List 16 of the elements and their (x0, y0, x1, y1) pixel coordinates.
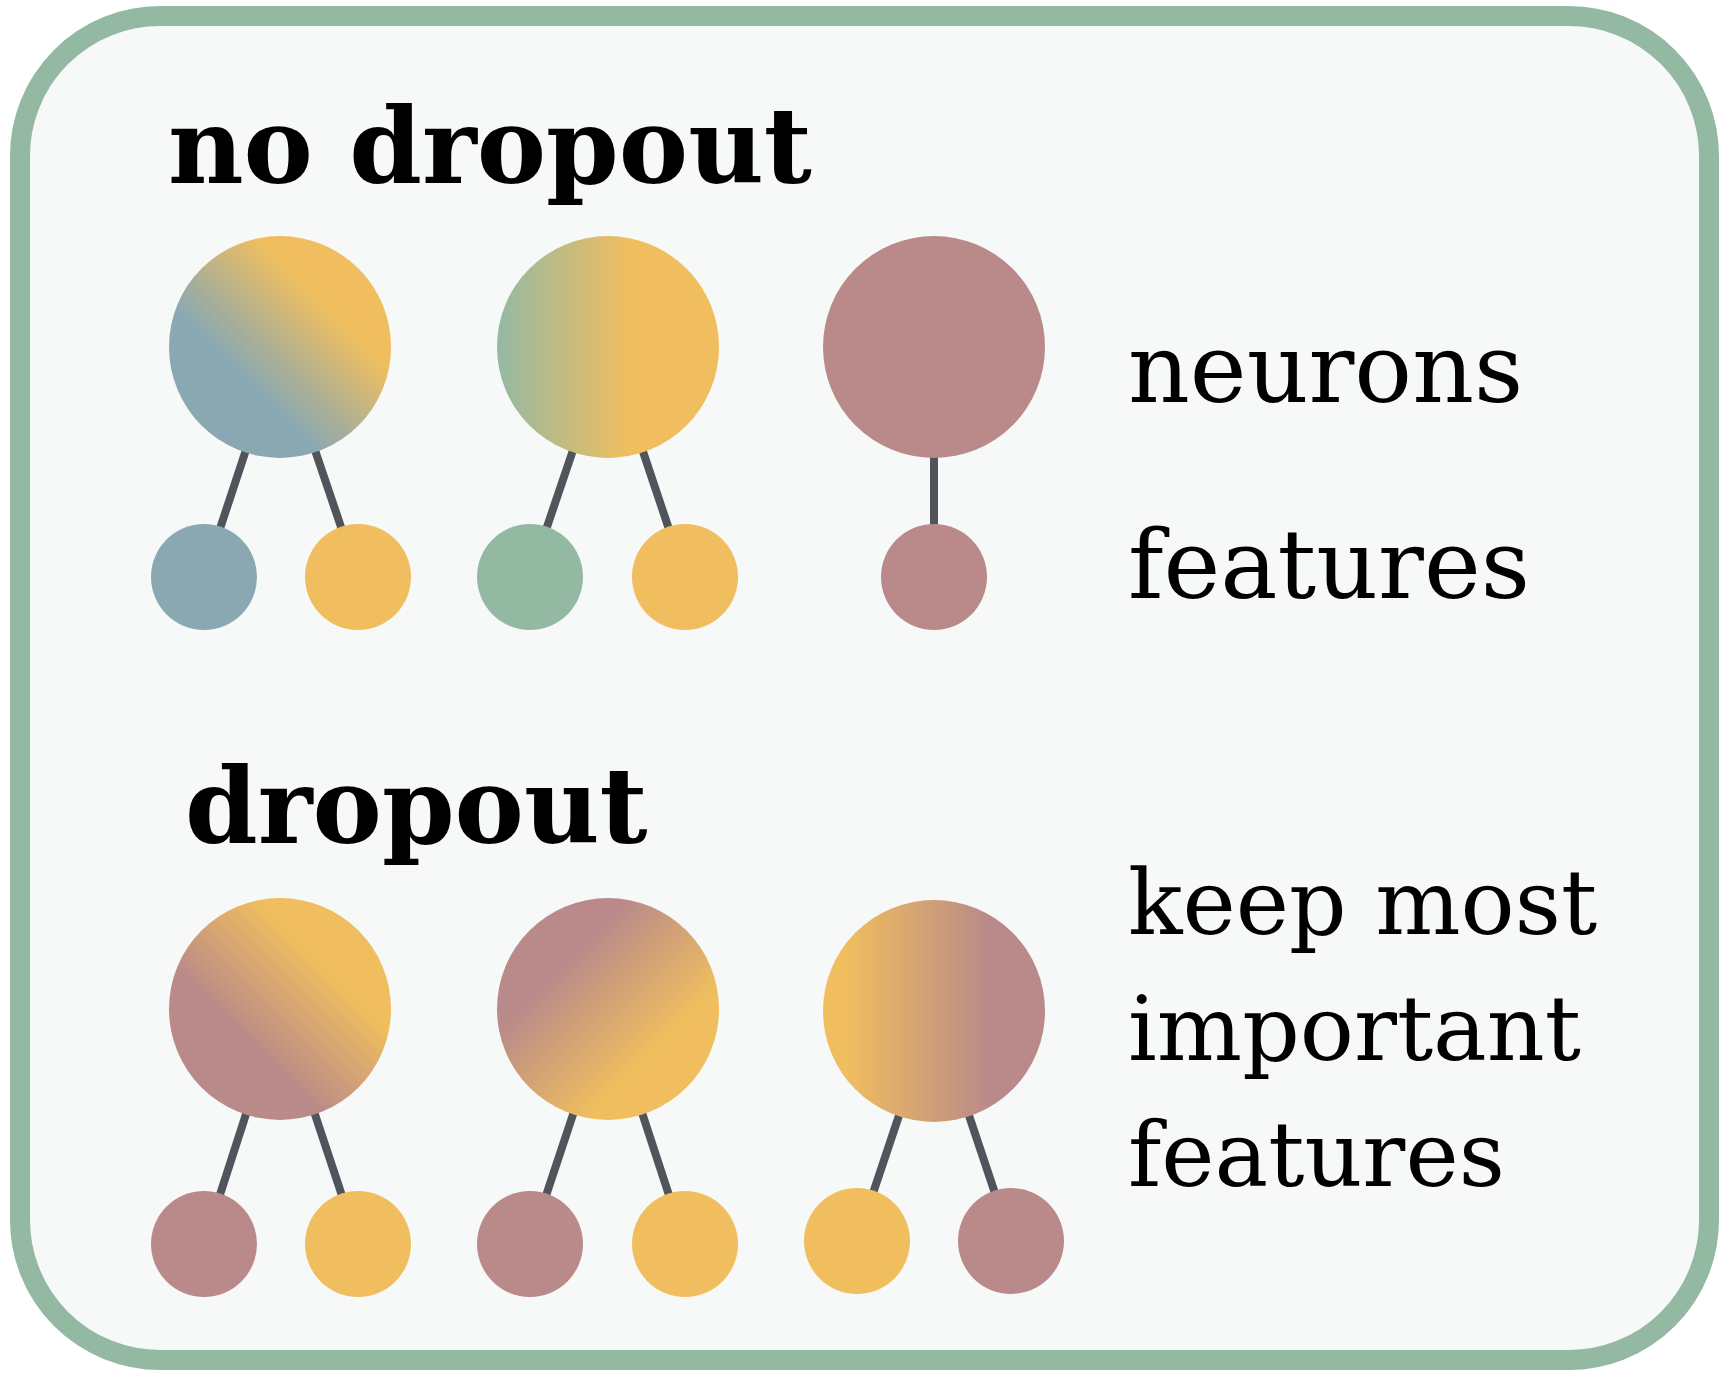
row-label: features (1128, 508, 1530, 623)
connector-line (869, 1113, 904, 1194)
connector-line (638, 449, 673, 530)
connector-line (638, 1111, 673, 1197)
section-heading: dropout (185, 745, 648, 870)
connector-line (216, 449, 250, 530)
connector-line (542, 1111, 578, 1197)
connector-line (310, 1111, 346, 1197)
connector-line (542, 448, 577, 530)
connector-line (311, 448, 346, 530)
note-text: keep most important features (1128, 849, 1599, 1209)
connector-line (964, 1113, 999, 1194)
row-label: neurons (1128, 312, 1524, 427)
connector-line (930, 456, 938, 526)
connector-line (215, 1111, 251, 1197)
section-heading: no dropout (168, 85, 812, 210)
